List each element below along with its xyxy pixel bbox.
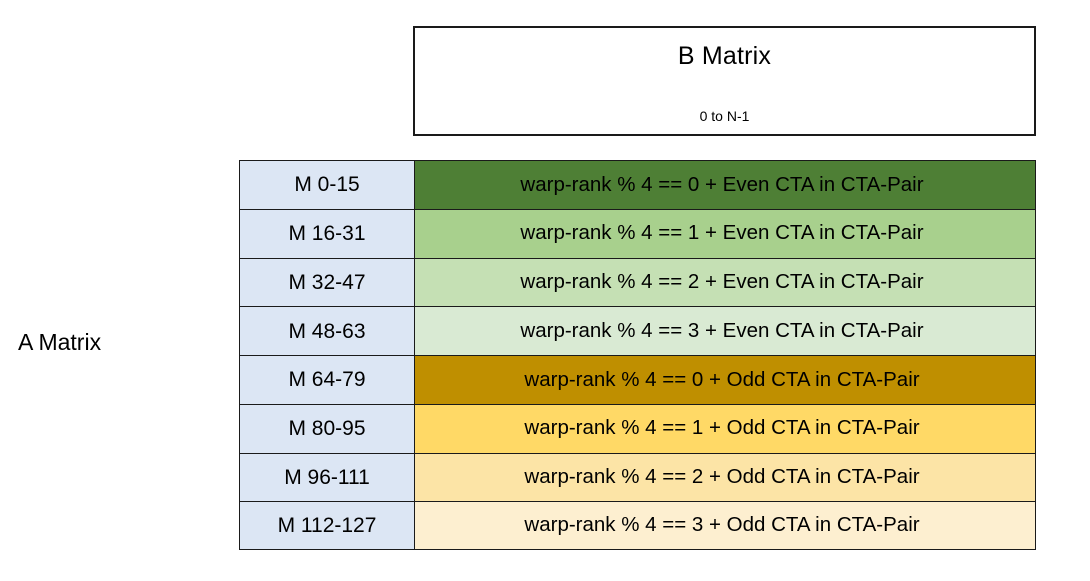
row-warp-rank-condition: warp-rank % 4 == 3 + Even CTA in CTA-Pai… bbox=[415, 306, 1036, 355]
row-m-range-label: M 48-63 bbox=[239, 306, 415, 355]
row-m-range-label: M 0-15 bbox=[239, 160, 415, 209]
row-warp-rank-condition: warp-rank % 4 == 0 + Odd CTA in CTA-Pair bbox=[415, 355, 1036, 404]
b-matrix-title: B Matrix bbox=[677, 42, 772, 70]
row-warp-rank-condition: warp-rank % 4 == 1 + Odd CTA in CTA-Pair bbox=[415, 403, 1036, 453]
b-matrix-box: B Matrix 0 to N-1 bbox=[413, 26, 1036, 136]
row-m-range-label: M 32-47 bbox=[239, 257, 415, 307]
b-matrix-range-label: 0 to N-1 bbox=[699, 108, 750, 124]
row-warp-rank-condition: warp-rank % 4 == 3 + Odd CTA in CTA-Pair bbox=[415, 501, 1036, 550]
row-m-range-label: M 64-79 bbox=[239, 355, 415, 404]
row-warp-rank-condition: warp-rank % 4 == 0 + Even CTA in CTA-Pai… bbox=[415, 160, 1036, 209]
row-m-range-label: M 96-111 bbox=[239, 452, 415, 502]
row-warp-rank-condition: warp-rank % 4 == 2 + Even CTA in CTA-Pai… bbox=[415, 257, 1036, 307]
row-warp-rank-condition: warp-rank % 4 == 1 + Even CTA in CTA-Pai… bbox=[415, 208, 1036, 258]
row-warp-rank-condition: warp-rank % 4 == 2 + Odd CTA in CTA-Pair bbox=[415, 452, 1036, 502]
row-m-range-label: M 112-127 bbox=[239, 501, 415, 550]
row-m-range-label: M 80-95 bbox=[239, 403, 415, 453]
row-m-range-label: M 16-31 bbox=[239, 208, 415, 258]
a-matrix-label: A Matrix bbox=[18, 329, 102, 355]
